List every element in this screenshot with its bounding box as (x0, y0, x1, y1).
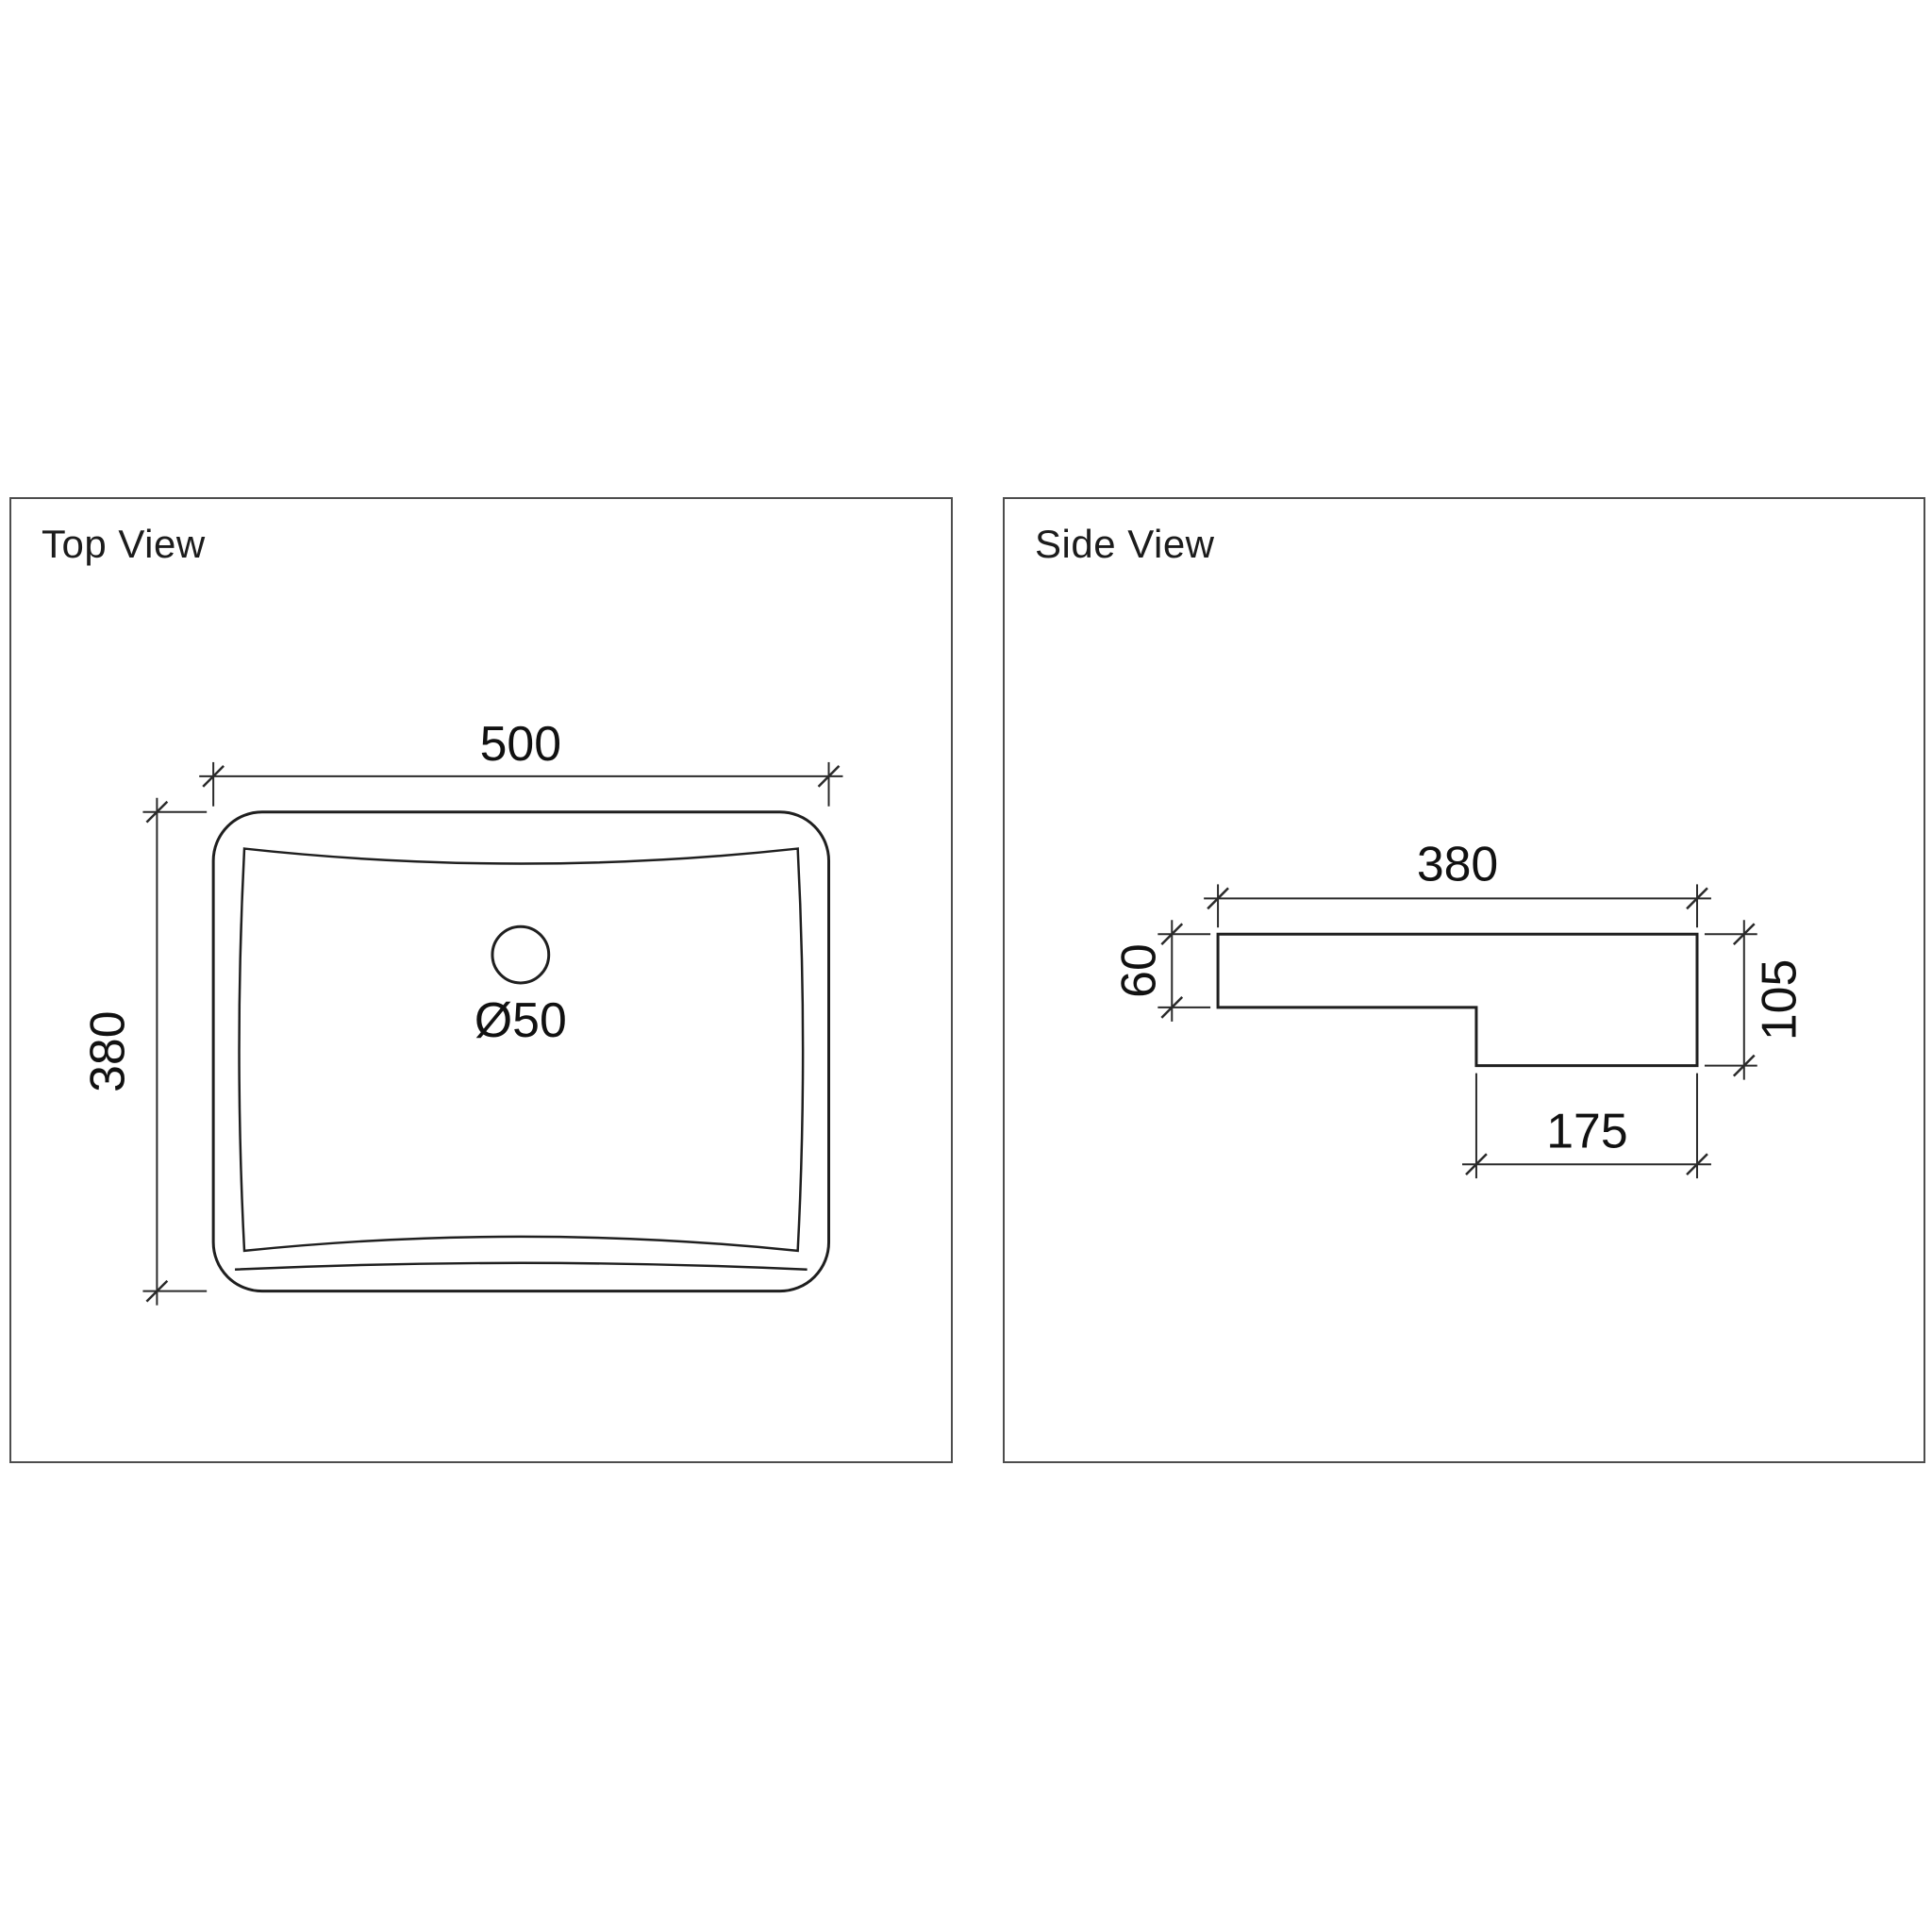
side-view-panel: Side View 380 60 (1003, 497, 1925, 1463)
basin-side-profile (1216, 932, 1699, 1068)
dim-base-length-label: 175 (1546, 1103, 1627, 1158)
dim-back-height-label: 60 (1110, 943, 1165, 998)
top-view-drawing: Ø50 500 380 (80, 716, 843, 1306)
dim-depth-380 (142, 797, 208, 1306)
top-view-title: Top View (42, 522, 206, 566)
dim-front-height-105 (1704, 920, 1757, 1080)
dim-width-500 (199, 761, 843, 807)
side-view-drawing: 380 60 105 (1110, 836, 1807, 1179)
side-view-title: Side View (1035, 522, 1215, 566)
dim-base-length-175 (1462, 1073, 1711, 1179)
sink-outer-rim (211, 810, 831, 1293)
dim-back-height-60 (1158, 920, 1211, 1022)
drain-hole (491, 924, 551, 985)
sink-inner-basin (238, 847, 805, 1253)
top-view-panel: Top View Ø50 500 (9, 497, 953, 1463)
dim-width-380 (1204, 884, 1711, 928)
sink-front-ledge-line (234, 1261, 808, 1272)
dim-width-label: 500 (480, 716, 561, 771)
dim-width-label: 380 (1417, 836, 1498, 891)
dim-depth-label: 380 (80, 1010, 135, 1091)
drain-diameter-label: Ø50 (475, 992, 567, 1047)
dim-front-height-label: 105 (1752, 959, 1807, 1041)
